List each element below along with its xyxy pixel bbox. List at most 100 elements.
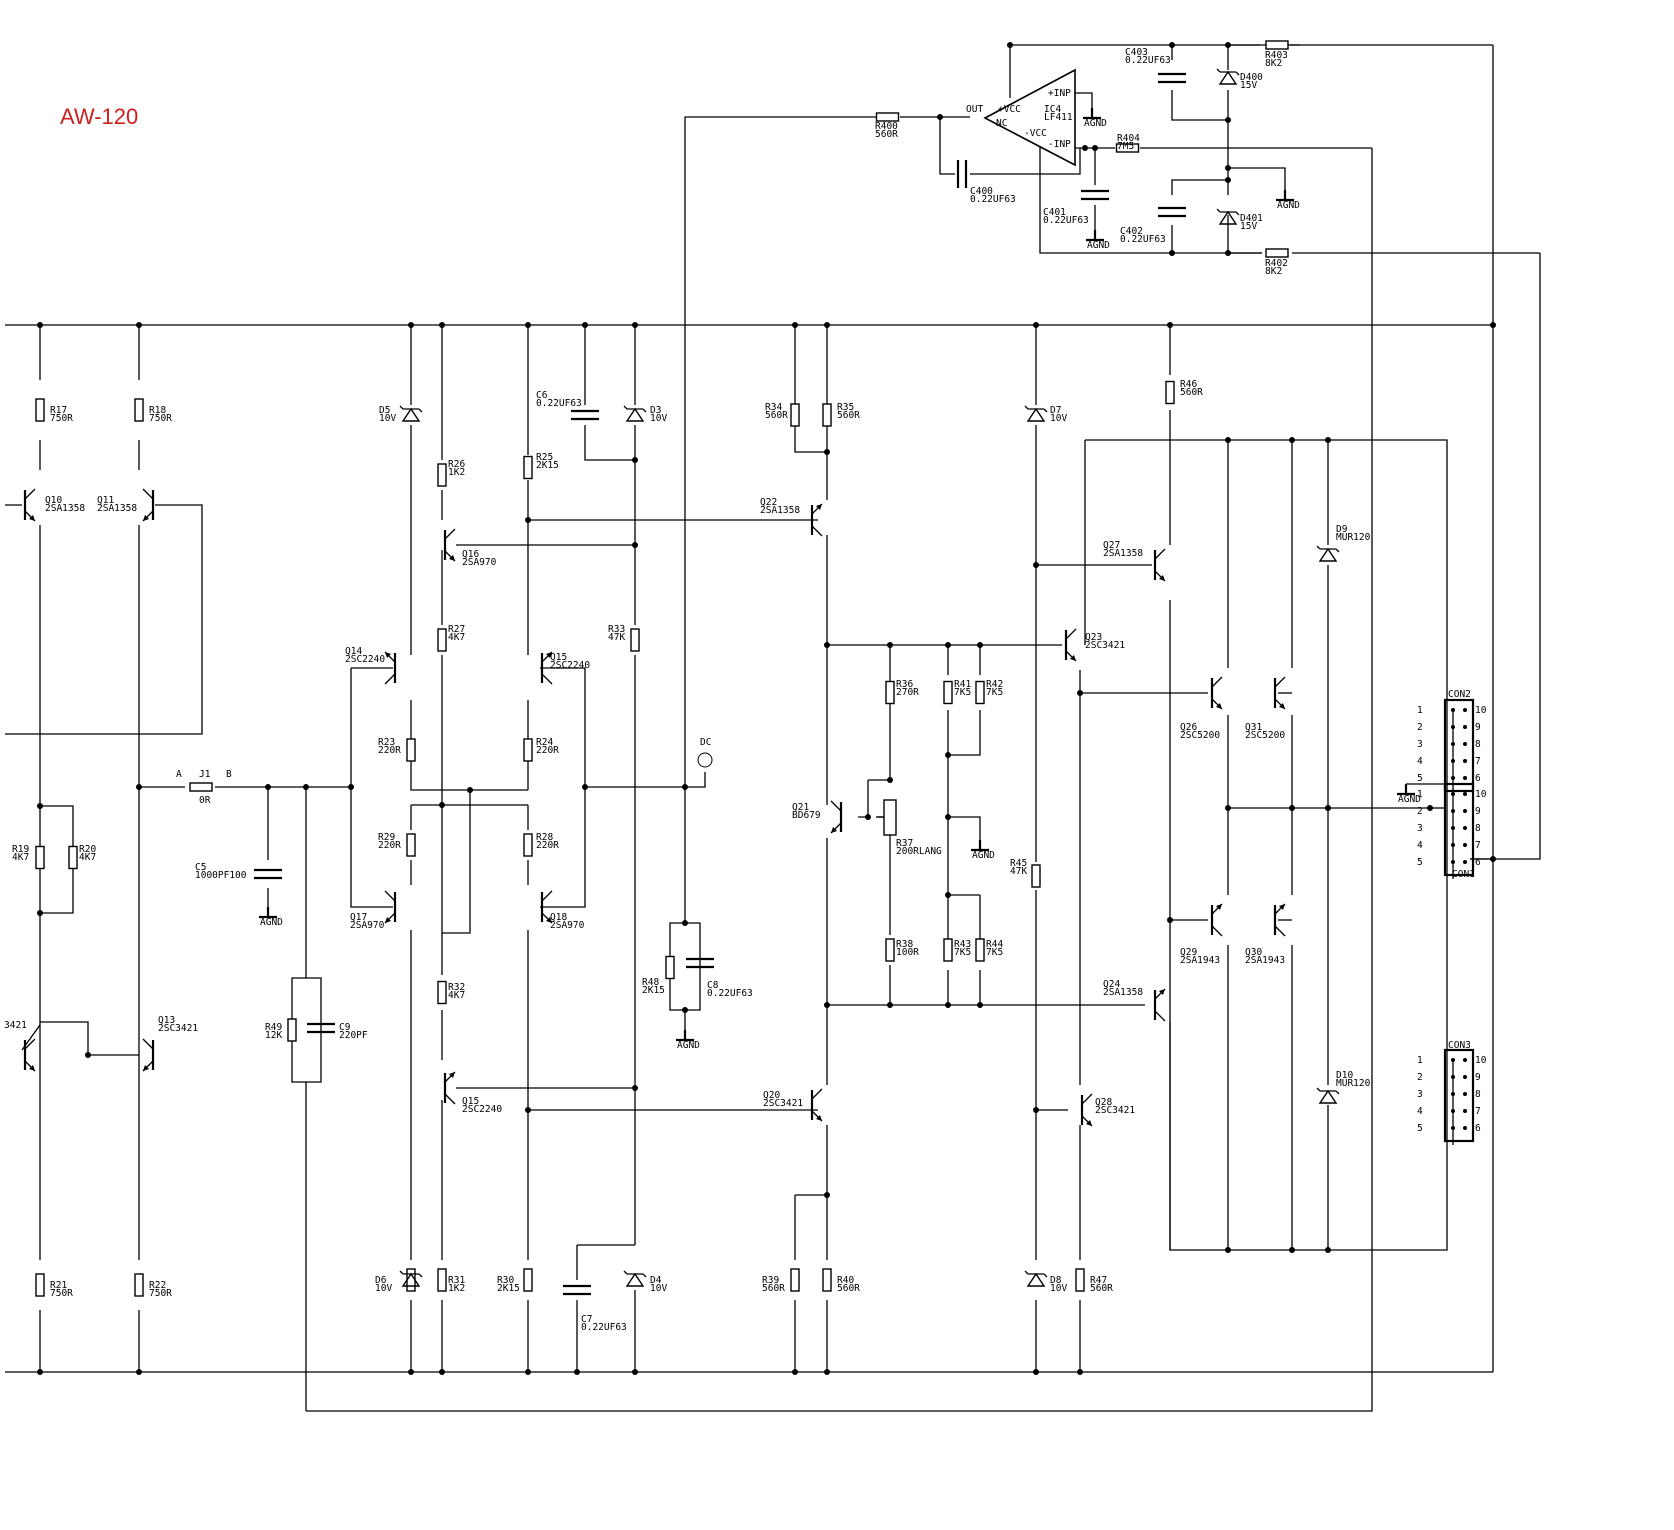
agnd-symbol (1397, 784, 1415, 796)
transistor-q11 (142, 488, 155, 522)
connector-pin (1463, 776, 1467, 780)
label-c400-value: 0.22UF63 (970, 194, 1016, 205)
label-r22-value: 750R (149, 1288, 172, 1299)
label-c5: C5 (195, 862, 206, 873)
connector-pin-number: 3 (1417, 823, 1423, 834)
zener- (401, 1272, 421, 1287)
label-r29: R29 (378, 832, 395, 843)
connector-pin (1463, 1109, 1467, 1113)
junction-dot (1427, 805, 1433, 811)
label-q13-value: 2SC3421 (158, 1023, 198, 1034)
junction-dot (1289, 1247, 1295, 1253)
wire (1075, 92, 1093, 108)
wire (970, 148, 1081, 175)
zener-d5 (401, 407, 421, 422)
junction-dot (1225, 177, 1231, 183)
label-q10: Q10 (45, 495, 62, 506)
label-r46-value: 560R (1180, 387, 1203, 398)
junction-dot (792, 1369, 798, 1375)
label-r25: R25 (536, 452, 553, 463)
agnd-symbol (971, 840, 989, 852)
con3-label: CON3 (1448, 1040, 1471, 1051)
label-r28: R28 (536, 832, 553, 843)
connector-pin (1463, 759, 1467, 763)
junction-dot (1225, 117, 1231, 123)
zener-bar-d8 (1024, 1270, 1048, 1278)
junction-dot (824, 322, 830, 328)
label-c7: C7 (581, 1314, 592, 1325)
connector-pin (1463, 742, 1467, 746)
jumper-b-label: B (226, 769, 232, 780)
capacitor-c9 (307, 1022, 335, 1034)
junction-dot (945, 752, 951, 758)
junction-dot (1033, 322, 1039, 328)
connector-pin-number: 10 (1475, 705, 1487, 716)
resistor-r46 (1165, 380, 1175, 405)
wire (442, 790, 471, 934)
label-r25-value: 2K15 (536, 460, 559, 471)
label-q12: 3421 (4, 1020, 27, 1031)
label-q24: Q24 (1103, 979, 1120, 990)
wire (1228, 167, 1286, 190)
connector-pin-number: 10 (1475, 1055, 1487, 1066)
label-d9-value: MUR120 (1336, 532, 1371, 543)
junction-dot (1225, 250, 1231, 256)
junction-dot (37, 803, 43, 809)
label-q28-value: 2SC3421 (1095, 1105, 1135, 1116)
label-r18-value: 750R (149, 413, 172, 424)
wire (1171, 179, 1228, 195)
junction-dot (525, 517, 531, 523)
junction-dot (439, 322, 445, 328)
ic4-pin-nc: NC (996, 118, 1007, 129)
label-r40-value: 560R (837, 1283, 860, 1294)
label-d3-value: 10V (650, 413, 667, 424)
label-r30-value: 2K15 (497, 1283, 520, 1294)
label-r400: R400 (875, 121, 898, 132)
label-r26: R26 (448, 459, 465, 470)
junction-dot (977, 1002, 983, 1008)
junction-dot (632, 542, 638, 548)
label-r20-value: 4K7 (79, 852, 96, 863)
wire (948, 816, 981, 840)
label-r31: R31 (448, 1275, 465, 1286)
label-r48-value: 2K15 (642, 985, 665, 996)
label-r43: R43 (954, 939, 971, 950)
label-r37: R37 (896, 838, 913, 849)
label-r27: R27 (448, 624, 465, 635)
connector-pin-number: 7 (1475, 840, 1481, 851)
label-q18-value: 2SA970 (550, 920, 585, 931)
resistor-r404 (1115, 143, 1140, 153)
label-r22: R22 (149, 1280, 166, 1291)
label-r24: R24 (536, 737, 553, 748)
resistor-r31 (437, 1268, 447, 1292)
label-q11-value: 2SA1358 (97, 503, 137, 514)
label-r44-value: 7K5 (986, 947, 1003, 958)
label-d401-value: 15V (1240, 221, 1257, 232)
jumper-a-label: A (176, 769, 182, 780)
label-r403-value: 8K2 (1265, 58, 1282, 69)
wire (540, 787, 586, 908)
label-d9: D9 (1336, 524, 1348, 535)
resistor-r45 (1031, 864, 1041, 888)
label-r17: R17 (50, 405, 67, 416)
label-d6-value: 10V (375, 1283, 392, 1294)
junction-dot (887, 1002, 893, 1008)
connector-con1 (1443, 782, 1475, 877)
label-d7-value: 10V (1050, 413, 1067, 424)
label-q15a-value: 2SC2240 (550, 660, 590, 671)
junction-dot (1167, 322, 1173, 328)
agnd-label: AGND (972, 850, 995, 861)
capacitor-c402 (1158, 206, 1186, 218)
junction-dot (945, 814, 951, 820)
label-d10-value: MUR120 (1336, 1078, 1371, 1089)
connector-pin (1463, 843, 1467, 847)
transistor-q23 (1064, 628, 1077, 662)
junction-dot (582, 322, 588, 328)
label-q11: Q11 (97, 495, 114, 506)
junction-dot (937, 114, 943, 120)
label-r48: R48 (642, 977, 659, 988)
connector-con3 (1443, 1048, 1475, 1143)
capacitor-c401 (1081, 189, 1109, 201)
resistor-r28 (523, 833, 533, 857)
label-r47-value: 560R (1090, 1283, 1113, 1294)
